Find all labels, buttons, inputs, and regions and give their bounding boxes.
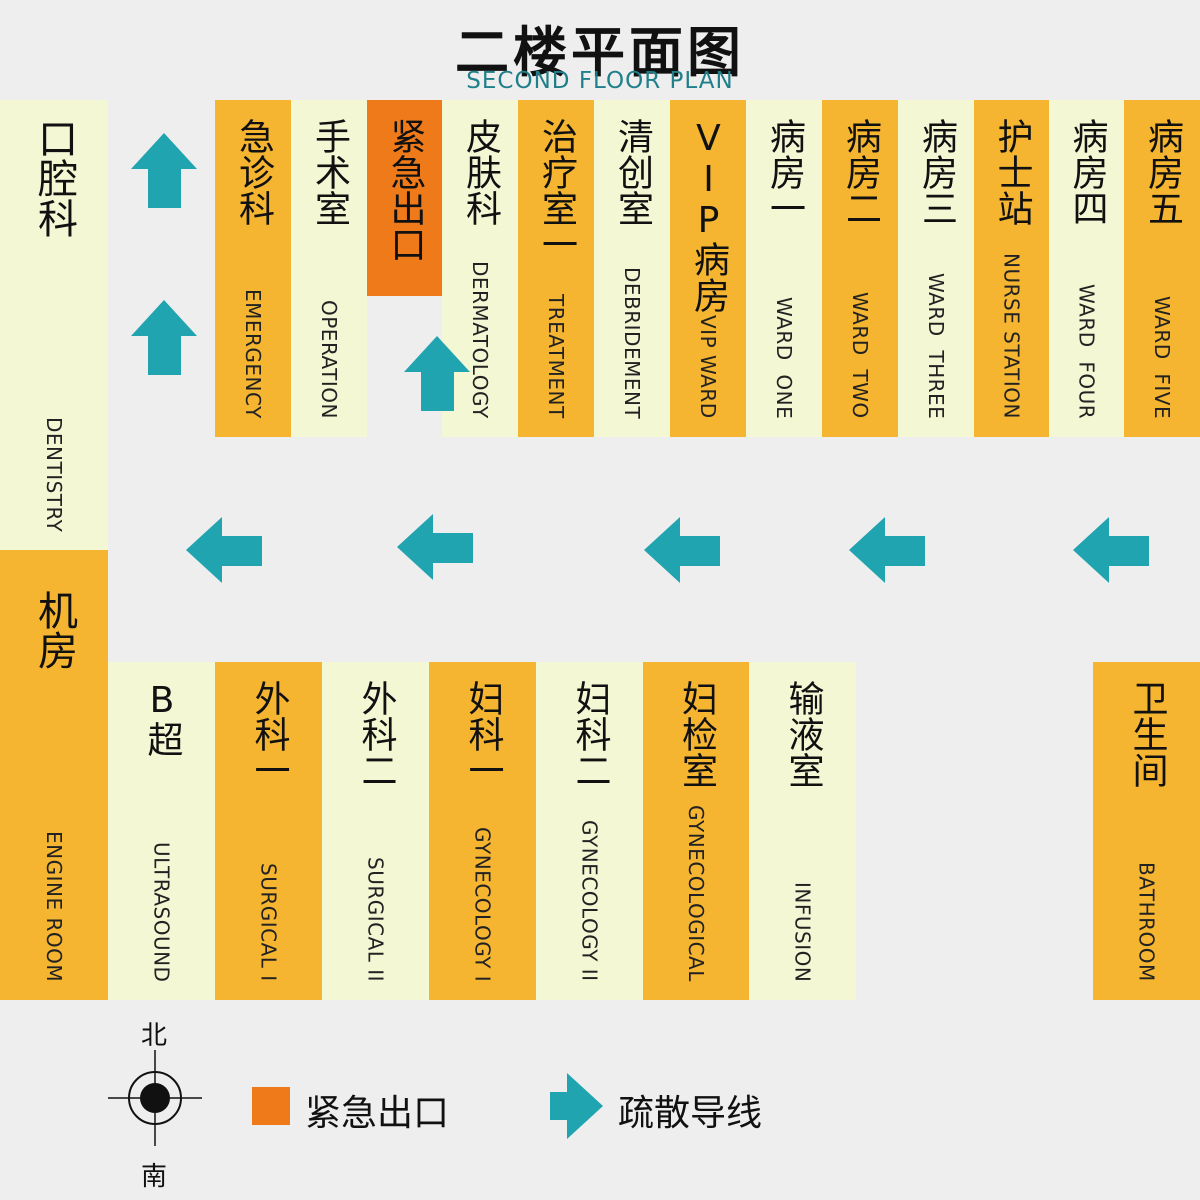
room-ward-four[interactable]: 病房四 WARD FOUR <box>1049 100 1124 437</box>
page-title: 二楼平面图 <box>455 21 745 84</box>
room-emergency[interactable]: 急诊科 EMERGENCY <box>215 100 291 437</box>
room-cn-label: 病房一 <box>764 118 805 226</box>
room-en-label: GYNECOLOGY I <box>470 826 495 982</box>
room-cn-label: 病房二 <box>840 118 881 226</box>
room-treatment[interactable]: 治疗室一 TREATMENT <box>518 100 594 437</box>
room-ward-three[interactable]: 病房三 WARD THREE <box>898 100 974 437</box>
room-cn-label: 妇科二 <box>569 680 611 788</box>
legend-exit-label: 紧急出口 <box>305 1093 450 1134</box>
room-en-label: DENTISTRY <box>42 416 66 532</box>
room-en-label: SURGICAL II <box>363 856 388 982</box>
room-cn-label: 卫生间 <box>1126 680 1168 788</box>
room-cn-label: 病房四 <box>1066 118 1108 226</box>
room-cn-label: 输液室 <box>782 680 824 788</box>
evacuation-arrow-left-icon <box>397 514 473 580</box>
room-vip-ward[interactable]: VIP病房 VIP WARD <box>670 100 746 437</box>
room-en-label: INFUSION <box>790 881 815 982</box>
room-cn-label: 外科二 <box>355 680 397 788</box>
evacuation-arrow-up-icon <box>404 336 470 411</box>
room-surgical-2[interactable]: 外科二 SURGICAL II <box>322 662 429 1000</box>
legend-arrow-icon <box>550 1073 603 1139</box>
evacuation-arrow-left-icon <box>644 517 720 583</box>
room-en-label: WARD ONE <box>772 296 796 419</box>
room-cn-label: 病房三 <box>916 118 957 226</box>
room-cn-label: 妇科一 <box>462 680 504 788</box>
evacuation-arrow-up-icon <box>131 300 197 375</box>
room-en-label: ENGINE ROOM <box>42 830 66 982</box>
evacuation-arrow-left-icon <box>849 517 925 583</box>
evacuation-arrow-left-icon <box>1073 517 1149 583</box>
room-en-label: WARD FIVE <box>1150 295 1174 419</box>
room-cn-label: 清创室 <box>612 118 653 226</box>
room-dentistry[interactable]: 口腔科 DENTISTRY <box>0 100 108 550</box>
room-en-label: TREATMENT <box>544 294 568 419</box>
room-cn-label: 手术室 <box>309 118 350 226</box>
room-cn-label: 妇检室 <box>676 680 717 788</box>
room-cn-label: 外科一 <box>248 680 290 788</box>
room-cn-label: 急诊科 <box>233 118 274 226</box>
room-bathroom[interactable]: 卫生间 BATHROOM <box>1093 662 1200 1000</box>
room-ultrasound[interactable]: B超 ULTRASOUND <box>108 662 215 1000</box>
room-cn-label: 紧急出口 <box>384 118 426 262</box>
room-emergency-exit[interactable]: 紧急出口 <box>367 100 442 296</box>
room-debridement[interactable]: 清创室 DEBRIDEMENT <box>594 100 670 437</box>
room-en-label: WARD TWO <box>848 292 872 419</box>
legend-exit-swatch <box>252 1087 290 1125</box>
room-ward-two[interactable]: 病房二 WARD TWO <box>822 100 898 437</box>
room-cn-label: 皮肤科 <box>460 118 501 226</box>
room-en-label: DEBRIDEMENT <box>620 266 644 419</box>
room-cn-label: 口腔科 <box>31 118 77 238</box>
room-cn-label: 治疗室一 <box>536 118 577 262</box>
room-cn-label: VIP病房 <box>688 118 729 313</box>
room-operation[interactable]: 手术室 OPERATION <box>291 100 367 437</box>
room-en-label: SURGICAL I <box>256 863 281 982</box>
room-en-label: WARD FOUR <box>1074 283 1099 419</box>
page-subtitle: SECOND FLOOR PLAN <box>466 68 734 94</box>
room-nurse-station[interactable]: 护士站 NURSE STATION <box>974 100 1049 437</box>
room-en-label: VIP WARD <box>696 315 720 419</box>
room-en-label: DERMATOLOGY <box>468 261 492 419</box>
room-en-label: BATHROOM <box>1134 862 1159 982</box>
room-gynecological[interactable]: 妇检室 GYNECOLOGICAL <box>643 662 749 1000</box>
room-en-label: NURSE STATION <box>999 253 1024 419</box>
room-engine-room[interactable]: 机房 ENGINE ROOM <box>0 550 108 1000</box>
room-ward-one[interactable]: 病房一 WARD ONE <box>746 100 822 437</box>
room-infusion[interactable]: 输液室 INFUSION <box>749 662 856 1000</box>
room-dermatology[interactable]: 皮肤科 DERMATOLOGY <box>442 100 518 437</box>
room-cn-label: 机房 <box>31 590 77 670</box>
compass-icon <box>108 1050 202 1146</box>
room-surgical-1[interactable]: 外科一 SURGICAL I <box>215 662 322 1000</box>
room-en-label: GYNECOLOGICAL <box>684 805 708 982</box>
room-gynecology-1[interactable]: 妇科一 GYNECOLOGY I <box>429 662 536 1000</box>
room-ward-five[interactable]: 病房五 WARD FIVE <box>1124 100 1200 437</box>
room-en-label: GYNECOLOGY II <box>577 820 602 982</box>
evacuation-arrow-left-icon <box>186 517 262 583</box>
room-en-label: ULTRASOUND <box>149 841 174 982</box>
compass-north-label: 北 <box>141 1021 168 1051</box>
room-en-label: OPERATION <box>317 300 341 419</box>
compass-south-label: 南 <box>141 1162 168 1192</box>
room-en-label: WARD THREE <box>924 272 948 419</box>
room-cn-label: 护士站 <box>991 118 1033 226</box>
legend-arrow-label: 疏散导线 <box>618 1093 763 1134</box>
evacuation-arrow-up-icon <box>131 133 197 208</box>
room-en-label: EMERGENCY <box>241 289 265 419</box>
room-gynecology-2[interactable]: 妇科二 GYNECOLOGY II <box>536 662 643 1000</box>
room-cn-label: B超 <box>141 680 183 757</box>
room-cn-label: 病房五 <box>1142 118 1183 226</box>
